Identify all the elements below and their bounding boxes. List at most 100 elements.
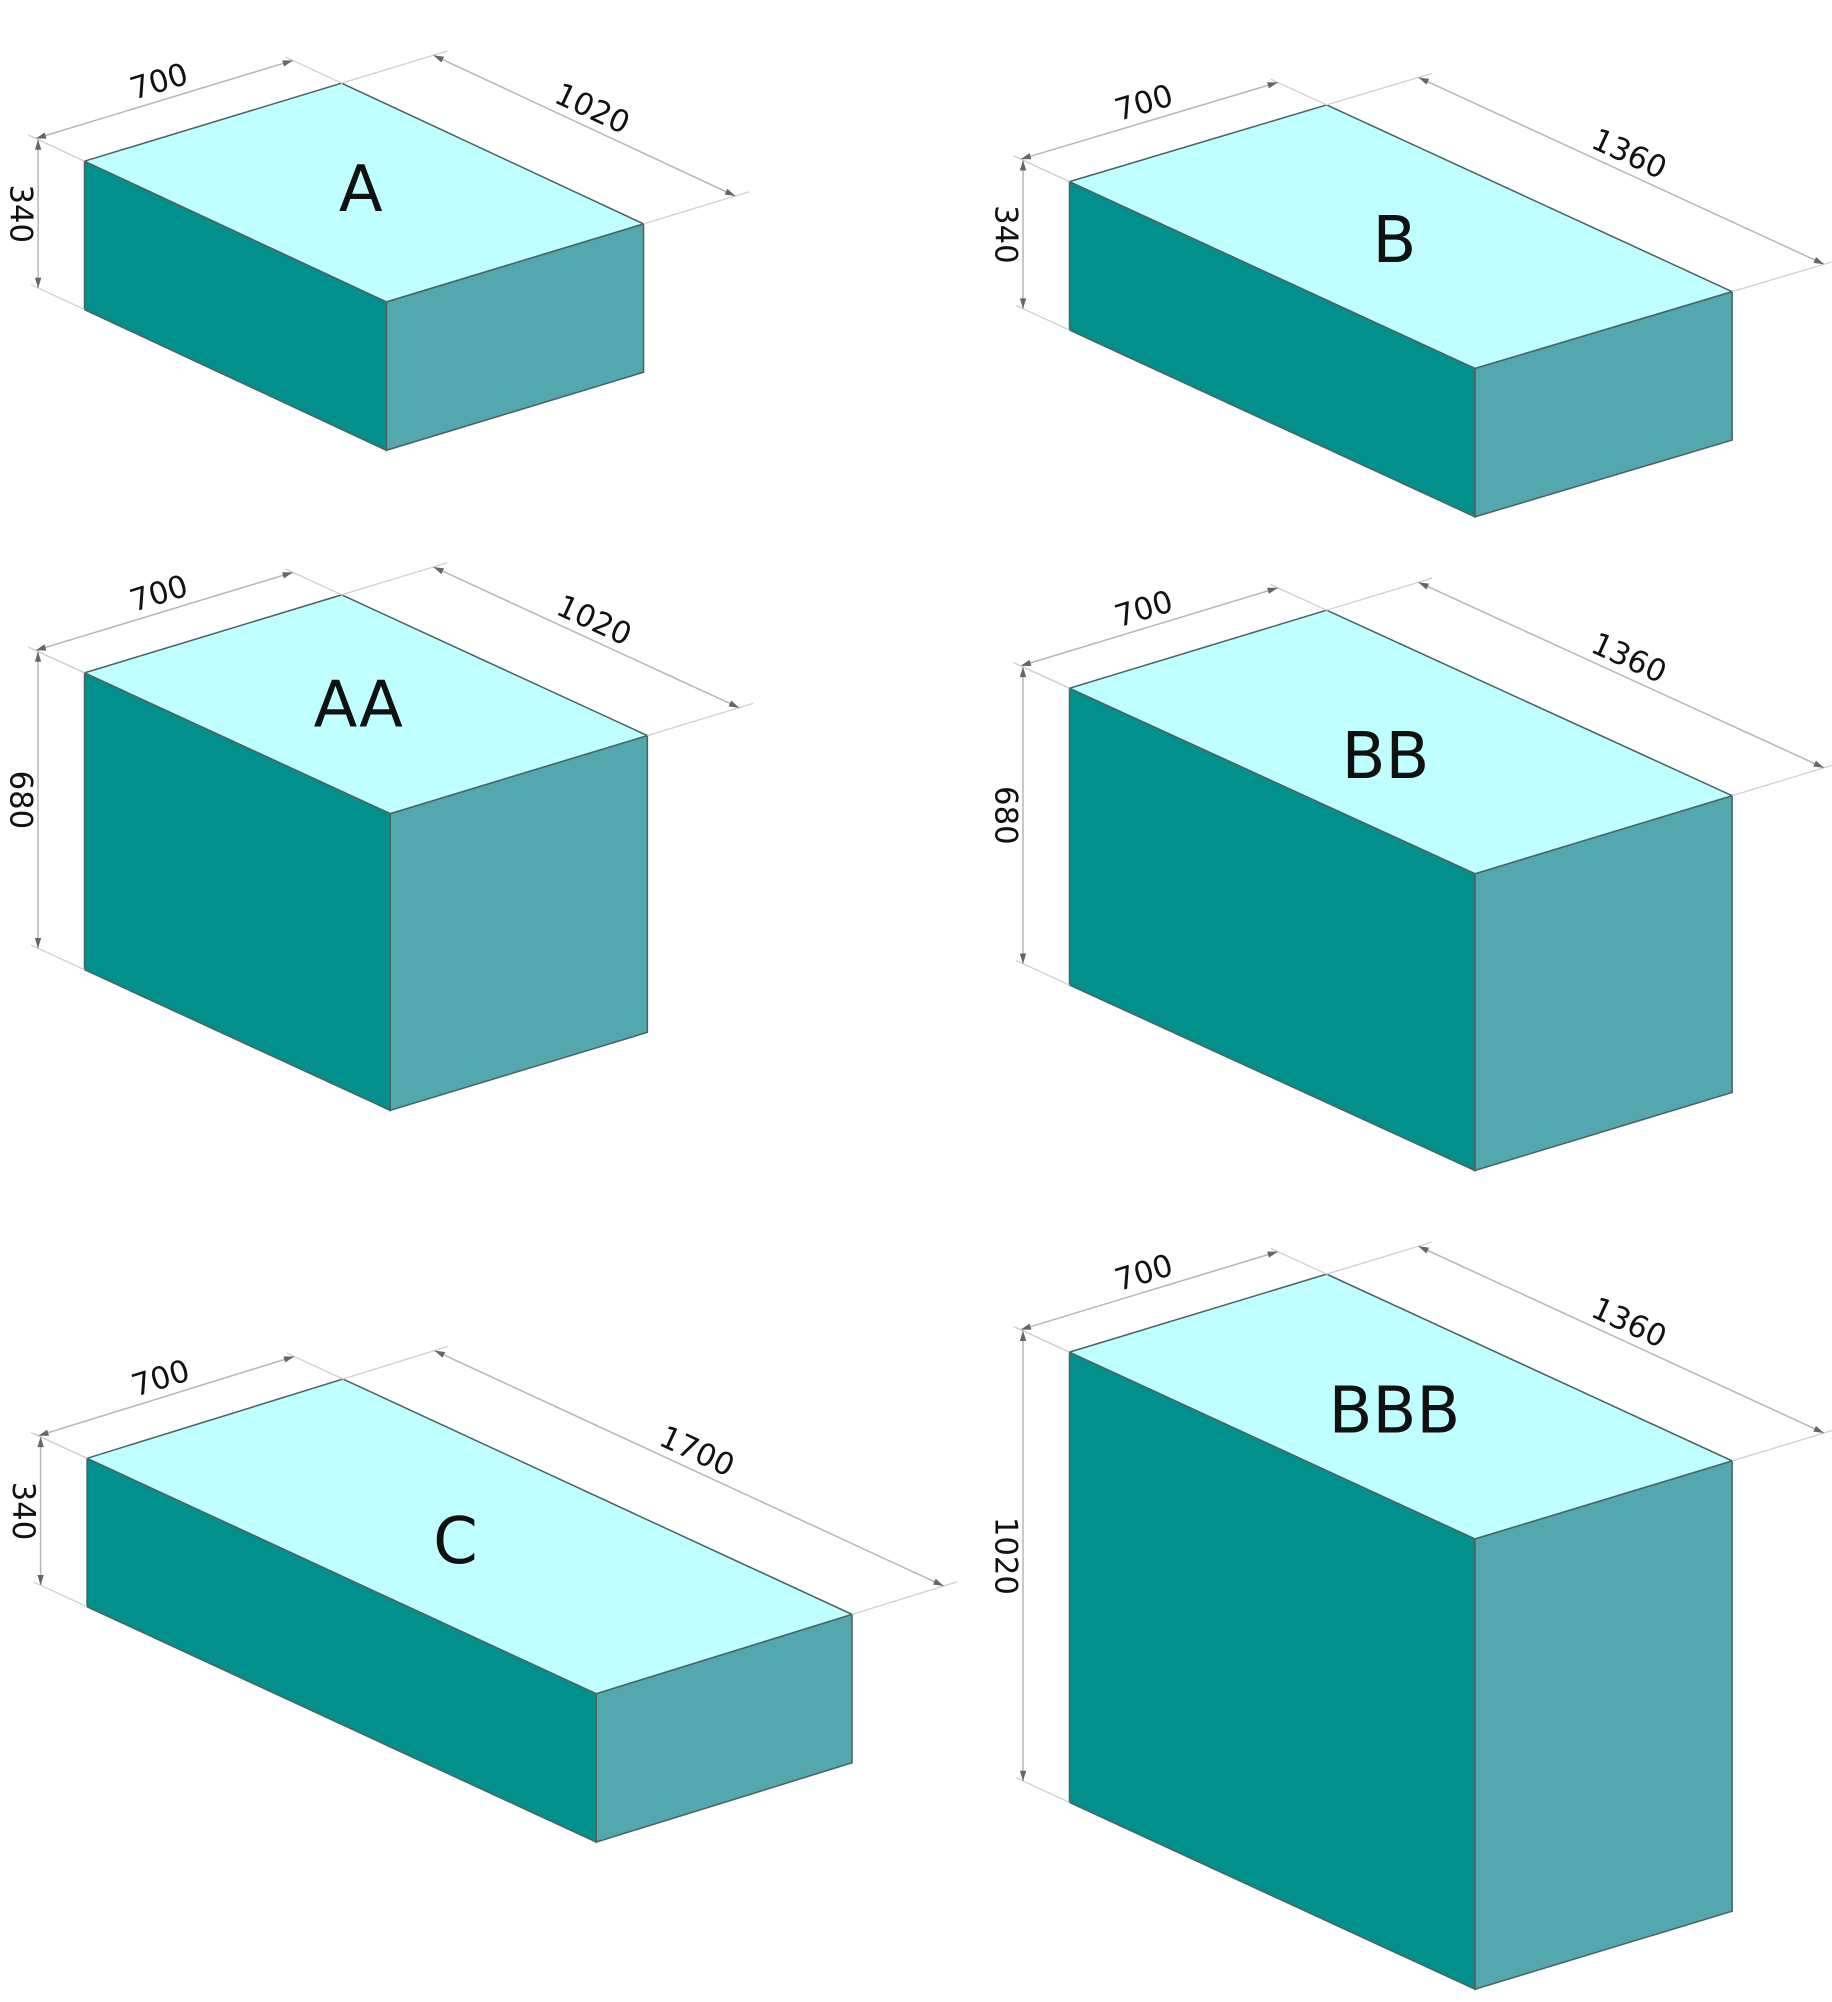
width-dimension-extension-line xyxy=(1270,1247,1327,1275)
block-label: C xyxy=(433,1505,478,1579)
arrowhead-icon xyxy=(1418,77,1430,85)
arrowhead-icon xyxy=(1267,1251,1278,1258)
width-dimension-line xyxy=(1020,81,1279,160)
depth-dimension-line xyxy=(1418,76,1825,265)
block-c: 700 1700 340 C xyxy=(5,1345,958,1844)
arrowhead-icon xyxy=(933,1578,944,1586)
arrowhead-icon xyxy=(433,566,445,575)
arrowhead-icon xyxy=(1813,257,1825,265)
depth-dimension-line xyxy=(433,566,740,709)
height-dimension-extension-line xyxy=(33,1433,88,1459)
arrowhead-icon xyxy=(1813,1425,1824,1434)
depth-dimension-value: 1360 xyxy=(1586,1291,1672,1355)
height-dimension-value: 340 xyxy=(5,1482,40,1541)
arrowhead-icon xyxy=(37,1575,44,1586)
depth-dimension-extension-line xyxy=(342,1345,449,1380)
width-dimension-extension-line xyxy=(1270,78,1327,106)
block-aa: 700 1020 680 AA xyxy=(3,562,754,1112)
arrowhead-icon xyxy=(1418,1246,1430,1254)
depth-dimension-line xyxy=(1418,581,1825,769)
depth-dimension-extension-line xyxy=(341,562,448,596)
width-dimension-value: 700 xyxy=(1111,1248,1177,1299)
width-dimension-line xyxy=(1020,587,1278,667)
height-dimension-extension-line xyxy=(1015,959,1070,986)
height-dimension-value: 340 xyxy=(3,184,38,243)
arrowhead-icon xyxy=(283,1356,295,1363)
arrowhead-icon xyxy=(728,700,740,708)
arrowhead-icon xyxy=(433,55,445,63)
arrowhead-icon xyxy=(1020,153,1032,160)
arrowhead-icon xyxy=(35,132,47,139)
depth-dimension-extension-line xyxy=(1731,1429,1832,1462)
width-dimension-extension-line xyxy=(285,568,342,596)
height-dimension-extension-line xyxy=(33,1581,88,1608)
depth-dimension-extension-line xyxy=(1326,577,1433,611)
width-dimension-line xyxy=(38,1355,295,1437)
width-dimension-extension-line xyxy=(286,1352,344,1380)
arrowhead-icon xyxy=(1020,1323,1032,1330)
arrowhead-icon xyxy=(1019,666,1027,678)
height-dimension-extension-line xyxy=(1015,156,1070,183)
width-dimension-value: 700 xyxy=(1111,78,1177,128)
width-dimension-value: 700 xyxy=(126,57,192,108)
height-dimension-value: 680 xyxy=(988,786,1023,845)
arrowhead-icon xyxy=(282,60,293,67)
arrowhead-icon xyxy=(282,572,293,579)
height-dimension-extension-line xyxy=(1015,1326,1070,1353)
block-label: BB xyxy=(1342,720,1430,794)
arrowhead-icon xyxy=(1019,298,1027,309)
arrowhead-icon xyxy=(434,1350,446,1358)
height-dimension-extension-line xyxy=(1015,304,1070,331)
height-dimension-value: 1020 xyxy=(988,1517,1023,1595)
depth-dimension-line xyxy=(1418,1245,1825,1434)
block-label: B xyxy=(1372,204,1416,278)
arrowhead-icon xyxy=(38,1429,50,1436)
height-dimension-value: 340 xyxy=(988,205,1023,264)
arrowhead-icon xyxy=(1019,953,1027,964)
arrowhead-icon xyxy=(1418,582,1430,590)
height-dimension-extension-line xyxy=(30,647,85,674)
arrowhead-icon xyxy=(724,188,736,197)
height-dimension-extension-line xyxy=(1015,663,1070,689)
width-dimension-extension-line xyxy=(285,56,342,84)
depth-dimension-value: 1360 xyxy=(1586,627,1672,691)
width-dimension-value: 700 xyxy=(128,1354,194,1405)
arrowhead-icon xyxy=(34,938,42,949)
block-bb: 700 1360 680 BB xyxy=(988,577,1832,1172)
width-dimension-line xyxy=(35,571,294,652)
depth-dimension-extension-line xyxy=(647,702,754,737)
height-dimension-value: 680 xyxy=(3,771,38,830)
depth-dimension-extension-line xyxy=(341,50,448,84)
arrowhead-icon xyxy=(35,644,47,651)
arrowhead-icon xyxy=(1019,160,1027,171)
height-dimension-extension-line xyxy=(30,135,85,162)
width-dimension-extension-line xyxy=(1270,583,1327,611)
arrowhead-icon xyxy=(1813,760,1824,768)
arrowhead-icon xyxy=(1267,587,1278,594)
depth-dimension-line xyxy=(433,54,736,197)
arrowhead-icon xyxy=(1267,82,1278,89)
depth-dimension-value: 1700 xyxy=(654,1420,740,1485)
block-label: BBB xyxy=(1329,1375,1461,1449)
width-dimension-value: 700 xyxy=(1111,584,1177,635)
width-dimension-line xyxy=(1020,1250,1279,1331)
height-dimension-extension-line xyxy=(30,284,85,311)
depth-dimension-extension-line xyxy=(643,191,750,225)
arrowhead-icon xyxy=(34,139,42,150)
depth-dimension-extension-line xyxy=(1326,1241,1433,1275)
depth-dimension-value: 1020 xyxy=(551,589,637,653)
arrowhead-icon xyxy=(1020,659,1032,666)
depth-dimension-value: 1360 xyxy=(1586,122,1672,186)
depth-dimension-extension-line xyxy=(851,1581,958,1616)
arrowhead-icon xyxy=(1019,1770,1027,1782)
height-dimension-extension-line xyxy=(30,944,85,971)
block-b: 700 1360 340 B xyxy=(988,72,1832,519)
block-label: AA xyxy=(314,669,404,743)
width-dimension-value: 700 xyxy=(126,569,192,620)
width-dimension-line xyxy=(35,59,294,140)
arrowhead-icon xyxy=(37,1436,44,1448)
block-label: A xyxy=(339,153,383,227)
height-dimension-extension-line xyxy=(1015,1777,1070,1804)
